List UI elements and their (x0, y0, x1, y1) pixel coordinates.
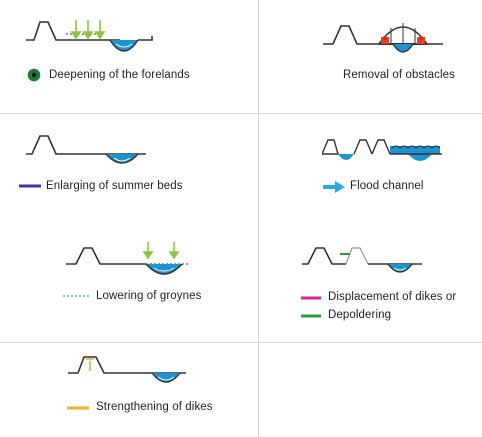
label-flood-channel: Flood channel (350, 180, 424, 192)
divider-row-1 (0, 113, 482, 114)
groynes-line-icon (63, 295, 89, 297)
label-removal: Removal of obstacles (343, 69, 455, 81)
label-deepening: Deepening of the forelands (49, 69, 190, 81)
deepening-marker-icon (27, 68, 41, 82)
flood-channel-arrow-icon (323, 181, 345, 193)
displacement-cross-section (302, 247, 422, 273)
label-groynes: Lowering of groynes (96, 290, 202, 302)
label-enlarging: Enlarging of summer beds (46, 180, 183, 192)
divider-row-3 (0, 342, 482, 343)
groynes-cross-section (66, 242, 188, 275)
label-strengthening: Strengthening of dikes (96, 401, 213, 413)
strengthening-cross-section (68, 356, 186, 383)
label-depoldering: Depoldering (328, 309, 392, 321)
enlarging-line-icon (19, 184, 41, 188)
strengthening-line-icon (67, 406, 89, 410)
divider-vertical (258, 0, 259, 437)
depoldering-line-icon (301, 314, 321, 318)
removal-cross-section (323, 23, 443, 53)
label-displacement: Displacement of dikes or (328, 291, 457, 303)
displacement-line-icon (301, 296, 321, 300)
deepening-cross-section (26, 20, 153, 52)
flood-channel-cross-section (322, 139, 442, 161)
enlarging-cross-section (26, 135, 146, 164)
